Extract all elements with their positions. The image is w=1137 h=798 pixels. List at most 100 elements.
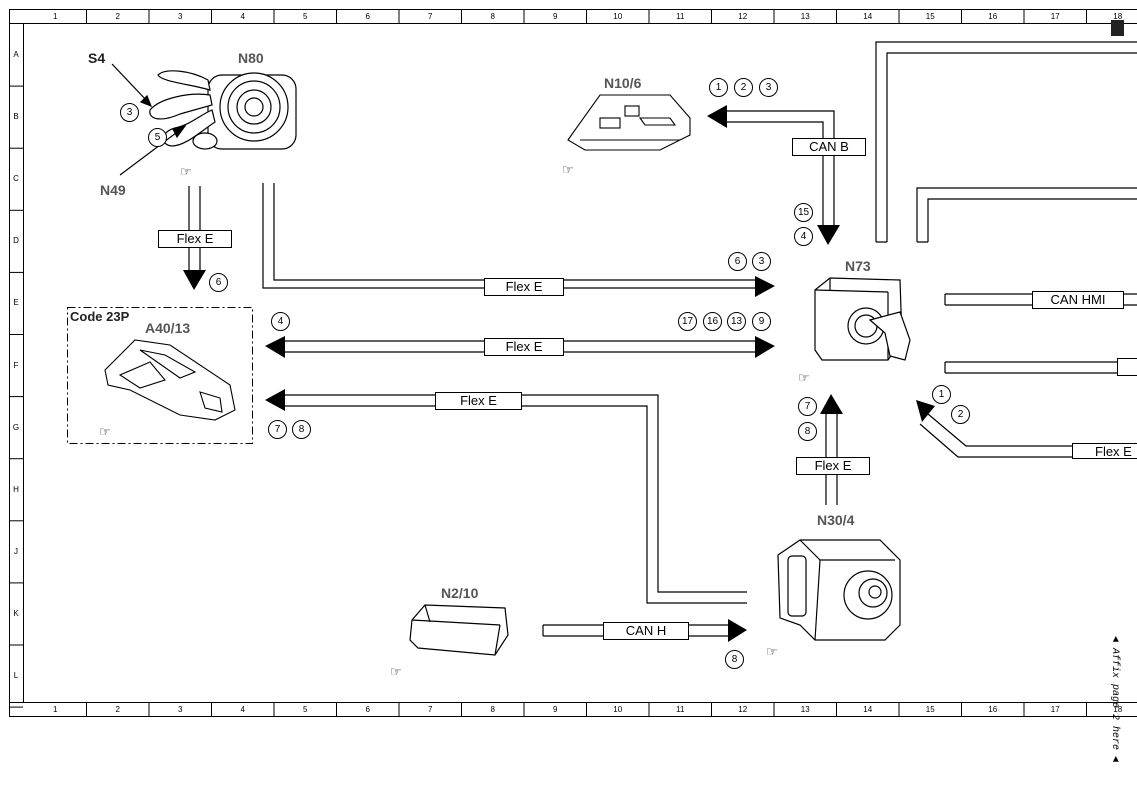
grid-row-letter: L <box>13 671 19 681</box>
code-23p-label: Code 23P <box>70 309 130 324</box>
n30-4-label: N30/4 <box>817 512 855 528</box>
grid-row-letter: E <box>13 298 19 308</box>
grid-column-number: 5 <box>303 705 308 714</box>
n73-ignition-switch-drawing <box>814 277 911 361</box>
grid-column-number: 6 <box>365 705 370 714</box>
grid-column-number: 4 <box>240 705 245 714</box>
code-23p-boundary <box>67 307 253 444</box>
reference-hand-icon: ☞ <box>766 644 778 659</box>
grid-column-number: 8 <box>490 705 495 714</box>
bus-label-flex-e-a40: Flex E <box>484 338 564 356</box>
grid-column-number: 4 <box>240 12 245 21</box>
grid-row-letter: B <box>13 112 19 122</box>
callout-8: 8 <box>798 422 817 441</box>
grid-column-number: 13 <box>800 705 810 714</box>
bus-label-right-cut <box>1117 358 1137 376</box>
grid-row-letter: J <box>14 546 18 556</box>
arrow-to-a40-2 <box>265 389 285 411</box>
grid-column-number: 17 <box>1050 12 1060 21</box>
arrowheads <box>183 105 935 642</box>
grid-column-number: 15 <box>925 12 935 21</box>
arrow-canh <box>728 619 747 642</box>
wire-n304-a40 <box>285 394 747 604</box>
callout-3: 3 <box>759 78 778 97</box>
grid-column-number: 3 <box>178 12 183 21</box>
grid-column-number: 13 <box>800 12 810 21</box>
callout-16: 16 <box>703 312 722 331</box>
grid-column-number: 1 <box>53 12 58 21</box>
wire-canb <box>727 110 835 225</box>
callout-4: 4 <box>794 227 813 246</box>
bus-label-flex-e-n304: Flex E <box>435 392 522 410</box>
grid-column-number: 16 <box>988 12 998 21</box>
n30-4-unit-drawing <box>777 539 901 641</box>
callout-17: 17 <box>678 312 697 331</box>
s4-label: S4 <box>88 50 106 66</box>
arrow-n80-down <box>183 270 206 290</box>
grid-column-number: 8 <box>490 12 495 21</box>
arrow-to-n73-1 <box>755 276 775 297</box>
grid-column-number: 1 <box>53 705 58 714</box>
wire-top-right-2 <box>916 187 1137 243</box>
grid-column-number: 11 <box>676 705 685 714</box>
wire-n80-n73 <box>262 183 755 289</box>
callout-3: 3 <box>120 103 139 122</box>
arrow-up-n73 <box>820 394 843 414</box>
grid-column-number: 14 <box>863 705 873 714</box>
grid-column-number: 7 <box>428 12 433 21</box>
arrow-to-a40-1 <box>265 336 285 358</box>
callout-5: 5 <box>148 128 167 147</box>
grid-column-number: 9 <box>553 705 558 714</box>
callout-6: 6 <box>728 252 747 271</box>
grid-column-number: 18 <box>1113 12 1123 21</box>
grid-row-letter: C <box>13 174 19 184</box>
callout-7: 7 <box>798 397 817 416</box>
bus-label-can-hmi: CAN HMI <box>1032 291 1124 309</box>
bus-label-flex-e-down: Flex E <box>158 230 232 248</box>
arrow-canb-down <box>817 225 840 245</box>
callout-1: 1 <box>932 385 951 404</box>
bus-label-can-b: CAN B <box>792 138 866 156</box>
callout-pointers <box>111 63 187 176</box>
arrow-to-n73-2 <box>755 336 775 358</box>
callout-9: 9 <box>752 312 771 331</box>
n80-label: N80 <box>238 50 264 66</box>
grid-column-number: 3 <box>178 705 183 714</box>
grid-column-number: 16 <box>988 705 998 714</box>
callout-13: 13 <box>727 312 746 331</box>
n73-label: N73 <box>845 258 871 274</box>
grid-column-number: 12 <box>738 705 748 714</box>
reference-hand-icon: ☞ <box>180 164 192 179</box>
reference-hand-icon: ☞ <box>390 664 402 679</box>
grid-column-number: 9 <box>553 12 558 21</box>
grid-column-number: 10 <box>613 705 623 714</box>
callout-8: 8 <box>292 420 311 439</box>
grid-column-number: 14 <box>863 12 873 21</box>
n10-6-module-drawing <box>567 94 691 151</box>
callout-15: 15 <box>794 203 813 222</box>
a40-13-unit-drawing <box>104 339 236 421</box>
grid-column-ticks <box>86 9 1087 716</box>
grid-row-letter: K <box>13 608 19 618</box>
grid-column-number: 5 <box>303 12 308 21</box>
bus-label-flex-e-n80: Flex E <box>484 278 564 296</box>
affix-page-note: ◄ Affix page 2 here ◄ <box>1109 636 1120 763</box>
diagram-frame <box>9 9 1137 717</box>
bus-label-flex-cut: Flex E <box>1072 443 1137 459</box>
callout-2: 2 <box>734 78 753 97</box>
grid-row-letter: G <box>12 422 20 432</box>
reference-hand-icon: ☞ <box>798 370 810 385</box>
wire-top-right-1 <box>875 41 1137 243</box>
n80-steering-switch-drawing <box>149 70 297 150</box>
callout-2: 2 <box>951 405 970 424</box>
grid-column-number: 7 <box>428 705 433 714</box>
callout-3: 3 <box>752 252 771 271</box>
callout-6: 6 <box>209 273 228 292</box>
grid-column-number: 12 <box>738 12 748 21</box>
n2-10-unit-drawing <box>409 604 509 656</box>
a40-13-label: A40/13 <box>145 320 191 336</box>
grid-row-letter: F <box>13 360 19 370</box>
callout-4: 4 <box>271 312 290 331</box>
grid-column-number: 11 <box>676 12 685 21</box>
